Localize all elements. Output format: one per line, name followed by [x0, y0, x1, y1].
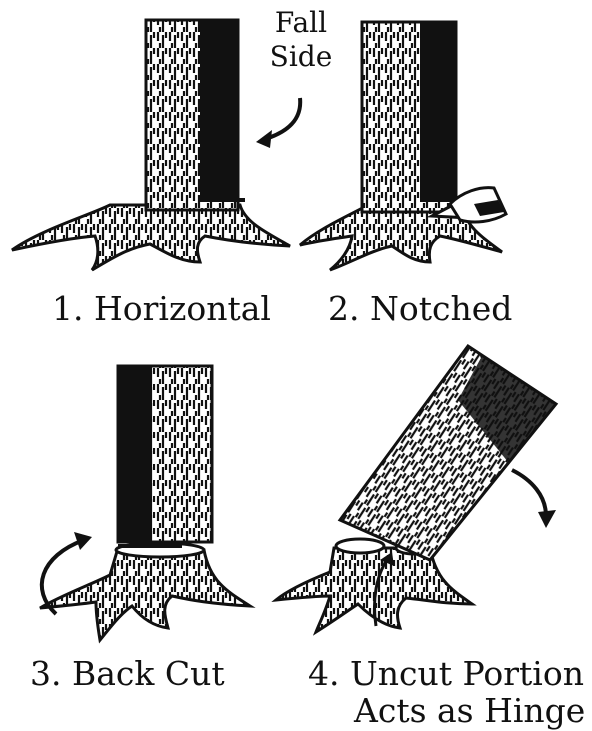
tree-3-stump-roots — [40, 548, 250, 640]
fall-side-annotation: Fall Side — [262, 6, 340, 74]
tree-4-falling-trunk — [340, 346, 556, 560]
step-3-label: 3. Back Cut — [30, 657, 225, 690]
step-4-label: 4. Uncut Portion Acts as Hinge — [308, 657, 588, 727]
fall-direction-arrow — [512, 470, 546, 516]
step-2-label: 2. Notched — [328, 292, 512, 325]
step-4-label-line2: Acts as Hinge — [308, 694, 588, 727]
step-4-label-line1: 4. Uncut Portion — [308, 657, 588, 690]
tree-1-horizontal — [12, 20, 290, 270]
tree-1-roots — [12, 205, 290, 270]
step-1-label: 1. Horizontal — [52, 292, 271, 325]
fall-side-line2: Side — [262, 40, 340, 74]
tree-3-back-cut — [40, 366, 250, 640]
tree-4-hinge — [276, 346, 556, 632]
fall-side-line1: Fall — [262, 6, 340, 40]
